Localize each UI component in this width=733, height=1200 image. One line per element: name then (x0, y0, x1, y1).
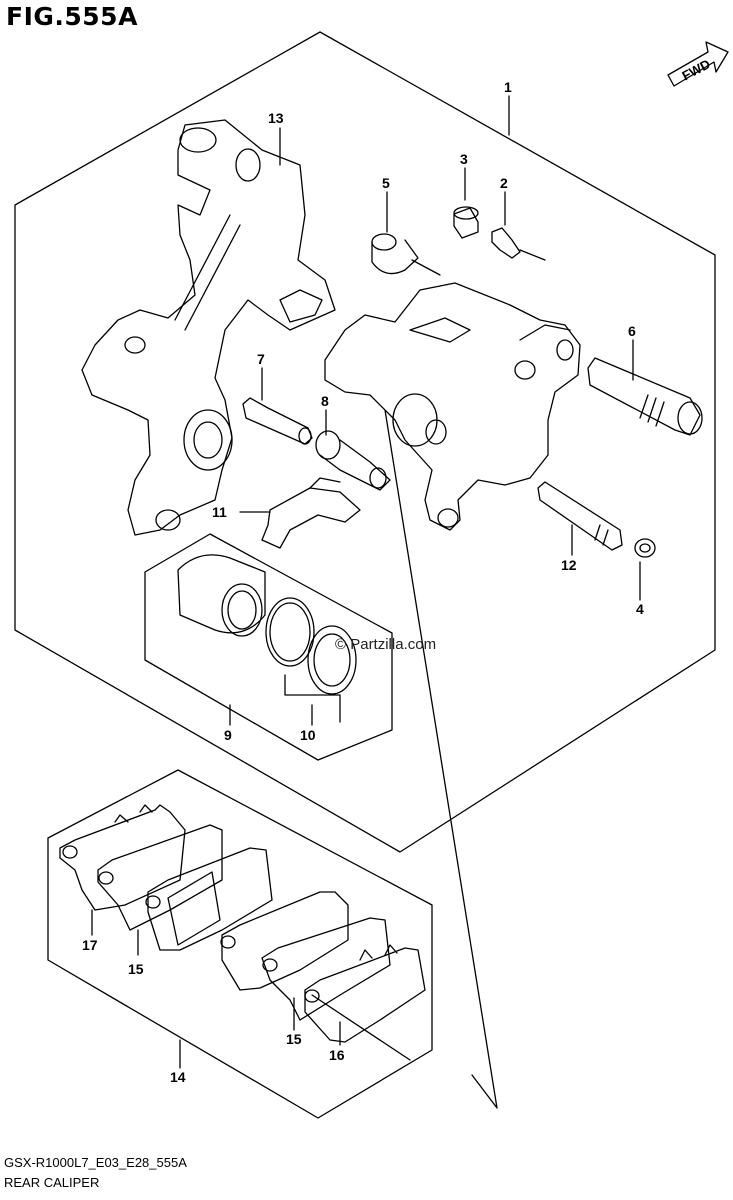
pad-set-outline (47, 769, 433, 1119)
leader-lines (91, 95, 641, 1069)
callout-3: 3 (460, 151, 468, 167)
diagram-code: GSX-R1000L7_E03_E28_555A (4, 1155, 187, 1170)
callout-2: 2 (500, 175, 508, 191)
piston (177, 554, 266, 637)
callout-15a: 15 (128, 961, 144, 977)
nut-4 (634, 538, 656, 558)
caliper-body (324, 282, 581, 531)
callout-6: 6 (628, 323, 636, 339)
pad-spring (261, 477, 361, 549)
assembly-outline (14, 31, 716, 853)
figure-title: FIG.555A (6, 2, 138, 31)
pad-shim-17 (59, 804, 186, 911)
brake-pad-a (145, 847, 273, 951)
pad-shim-15b (261, 917, 391, 1021)
callout-17: 17 (82, 937, 98, 953)
callout-10: 10 (300, 727, 316, 743)
brake-pad-b (220, 891, 349, 991)
callout-1: 1 (504, 79, 512, 95)
pin-boot-8 (315, 430, 391, 491)
pad-shim-16 (304, 944, 426, 1043)
callout-5: 5 (382, 175, 390, 191)
piston-seals (265, 597, 357, 695)
mounting-bolt-7 (242, 397, 313, 445)
bleeder-screw (491, 227, 546, 261)
pad-leader-line (384, 409, 498, 1109)
callout-13: 13 (268, 110, 284, 126)
pin-boot (371, 233, 441, 276)
slide-pin (587, 357, 703, 436)
fwd-label: FWD (680, 56, 713, 83)
callout-11: 11 (212, 504, 227, 520)
callout-12: 12 (561, 557, 577, 573)
watermark: © Partzilla.com (335, 636, 437, 653)
piston-kit-outline (144, 533, 393, 761)
caliper-bracket (81, 119, 336, 536)
callout-14: 14 (170, 1069, 186, 1085)
callout-4: 4 (636, 601, 644, 617)
callout-7: 7 (257, 351, 265, 367)
callout-9: 9 (224, 727, 232, 743)
callout-15b: 15 (286, 1031, 302, 1047)
pad-shim-15a (97, 824, 223, 931)
callout-16: 16 (329, 1047, 345, 1063)
section-name: REAR CALIPER (4, 1175, 100, 1190)
callout-labels: 1 2 3 4 5 6 7 8 9 10 11 12 13 14 15 15 1… (82, 79, 644, 1085)
seal-bracket (284, 674, 341, 723)
slide-pin-12 (537, 481, 623, 551)
fwd-arrow (667, 41, 729, 87)
callout-8: 8 (321, 393, 329, 409)
bleeder-cap (453, 206, 479, 239)
